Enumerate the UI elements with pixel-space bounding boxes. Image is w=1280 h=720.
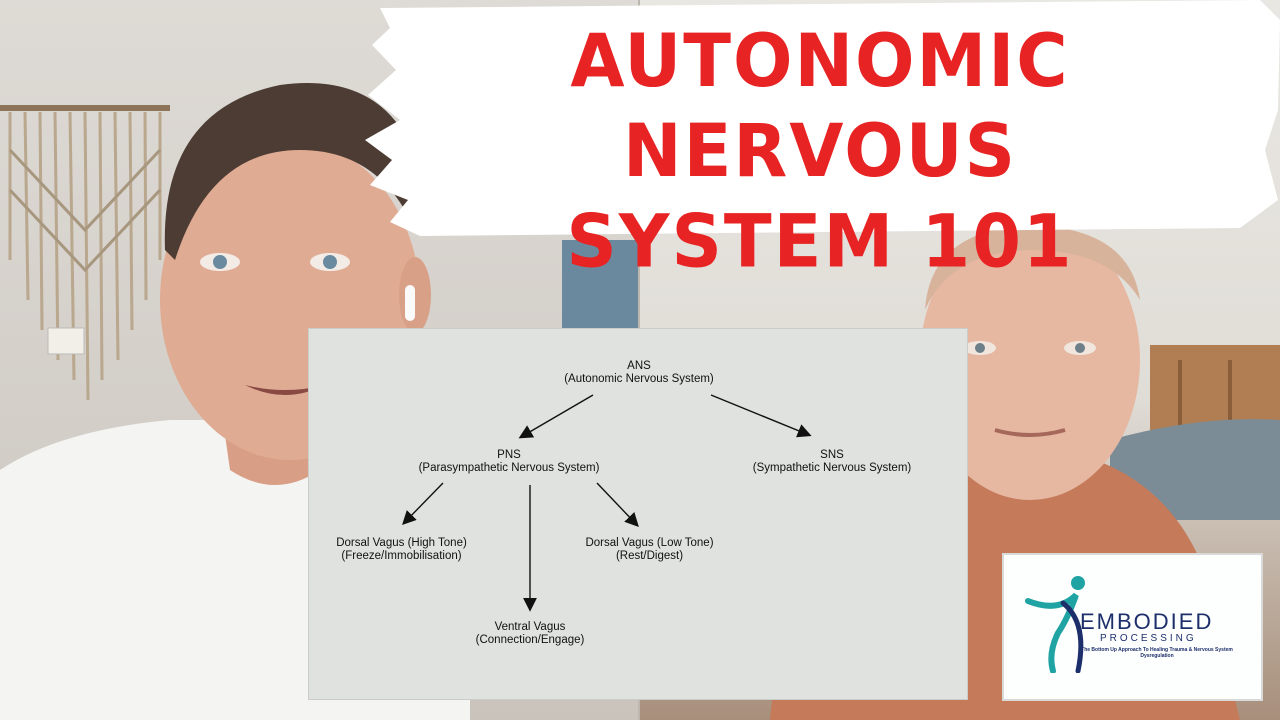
node-dorsal-high: Dorsal Vagus (High Tone) (Freeze/Immobil… [319, 537, 484, 563]
participant-hair [925, 225, 1140, 310]
node-dorsal-high-name: Dorsal Vagus (High Tone) [336, 537, 467, 549]
participant-face [920, 220, 1140, 500]
node-ventral: Ventral Vagus (Connection/Engage) [449, 621, 611, 647]
node-ventral-name: Ventral Vagus [494, 621, 566, 633]
participant-hair [164, 83, 420, 260]
node-ans-name: ANS [627, 360, 651, 372]
node-dorsal-low-desc: (Rest/Digest) [615, 550, 684, 562]
figure-icon [1025, 576, 1085, 673]
macrame-wall-hanging [0, 105, 170, 401]
node-sns-desc: (Sympathetic Nervous System) [752, 462, 912, 474]
node-pns-name: PNS [497, 449, 521, 461]
node-sns: SNS (Sympathetic Nervous System) [727, 449, 937, 475]
node-dorsal-high-desc: (Freeze/Immobilisation) [341, 550, 462, 562]
arrow-pns-to-dorsal-low [596, 482, 639, 528]
video-title: AUTONOMIC NERVOUS SYSTEM 101 [380, 16, 1260, 287]
node-pns: PNS (Parasympathetic Nervous System) [389, 449, 629, 475]
arrow-ans-to-sns [710, 394, 812, 438]
node-ans-desc: (Autonomic Nervous System) [564, 373, 714, 385]
logo-subtitle: PROCESSING [1100, 633, 1197, 644]
logo-tagline: The Bottom Up Approach To Healing Trauma… [1081, 647, 1233, 659]
light-switch [47, 327, 85, 355]
wall-picture [562, 240, 640, 330]
embodied-processing-logo: EMBODIED PROCESSING The Bottom Up Approa… [1002, 553, 1263, 701]
logo-name: EMBODIED [1080, 609, 1214, 634]
arrow-pns-to-dorsal-high [402, 482, 444, 526]
node-pns-desc: (Parasympathetic Nervous System) [418, 462, 600, 474]
title-line-1: AUTONOMIC NERVOUS [570, 17, 1070, 195]
ans-diagram-card: ANS (Autonomic Nervous System) PNS (Para… [308, 328, 968, 700]
title-banner-background [365, 0, 1280, 236]
node-dorsal-low-name: Dorsal Vagus (Low Tone) [585, 537, 714, 549]
earbud [405, 285, 415, 321]
arrow-ans-to-pns [518, 394, 594, 439]
node-ans: ANS (Autonomic Nervous System) [539, 360, 739, 386]
node-dorsal-low: Dorsal Vagus (Low Tone) (Rest/Digest) [567, 537, 732, 563]
title-line-2: SYSTEM 101 [566, 198, 1074, 285]
node-sns-name: SNS [820, 449, 844, 461]
diagram-arrows [402, 394, 812, 612]
node-ventral-desc: (Connection/Engage) [475, 634, 585, 646]
